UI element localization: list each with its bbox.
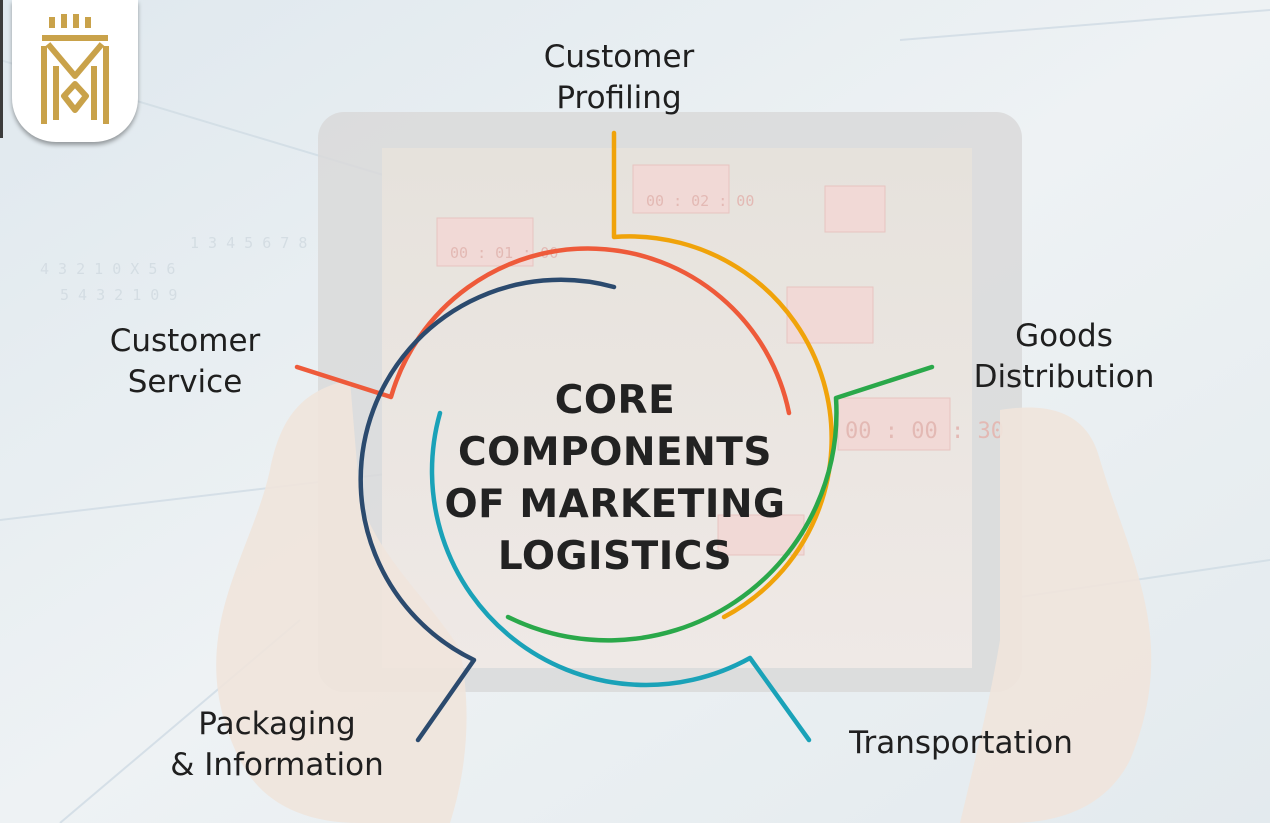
label-goods-distribution: Goods Distribution xyxy=(974,316,1155,398)
svg-text:4 3 2 1 0 X 5 6: 4 3 2 1 0 X 5 6 xyxy=(40,260,175,278)
right-hand xyxy=(960,407,1152,823)
goods-distribution-line-1: Goods xyxy=(1015,318,1113,354)
packaging-information-line-2: & Information xyxy=(170,747,384,783)
title-line-3: OF MARKETING xyxy=(444,482,786,527)
label-packaging-information: Packaging & Information xyxy=(170,704,383,786)
label-transportation: Transportation xyxy=(849,723,1073,764)
label-customer-service: Customer Service xyxy=(110,321,261,403)
title-line-4: LOGISTICS xyxy=(497,534,733,579)
packaging-information-connector xyxy=(358,277,617,743)
left-hand xyxy=(216,380,467,823)
customer-profiling-line-1: Customer xyxy=(543,39,695,75)
logo-card[interactable] xyxy=(12,0,138,142)
goods-distribution-line-2: Distribution xyxy=(973,359,1155,395)
diagram-title: CORE COMPONENTS OF MARKETING LOGISTICS xyxy=(415,375,815,583)
packaging-information-line-1: Packaging xyxy=(198,706,356,742)
title-line-2: COMPONENTS xyxy=(458,430,772,475)
goods-distribution-connector xyxy=(505,364,935,643)
label-customer-profiling: Customer Profiling xyxy=(544,37,695,119)
transportation-connector xyxy=(429,410,812,743)
crown-monogram-icon xyxy=(41,14,109,124)
svg-text:5 4 3 2 1 0 9: 5 4 3 2 1 0 9 xyxy=(60,286,177,304)
customer-service-line-1: Customer xyxy=(109,323,261,359)
customer-profiling-connector xyxy=(611,130,834,620)
customer-service-line-2: Service xyxy=(127,364,243,400)
transportation-line-1: Transportation xyxy=(849,725,1073,761)
svg-text:00 : 00 : 30: 00 : 00 : 30 xyxy=(845,419,1004,444)
svg-text:00 : 02 : 00: 00 : 02 : 00 xyxy=(646,192,754,210)
customer-profiling-line-2: Profiling xyxy=(556,80,682,116)
logo-edge xyxy=(0,0,3,138)
svg-text:1 3 4 5 6 7 8: 1 3 4 5 6 7 8 xyxy=(190,234,307,252)
title-line-1: CORE xyxy=(554,378,676,423)
